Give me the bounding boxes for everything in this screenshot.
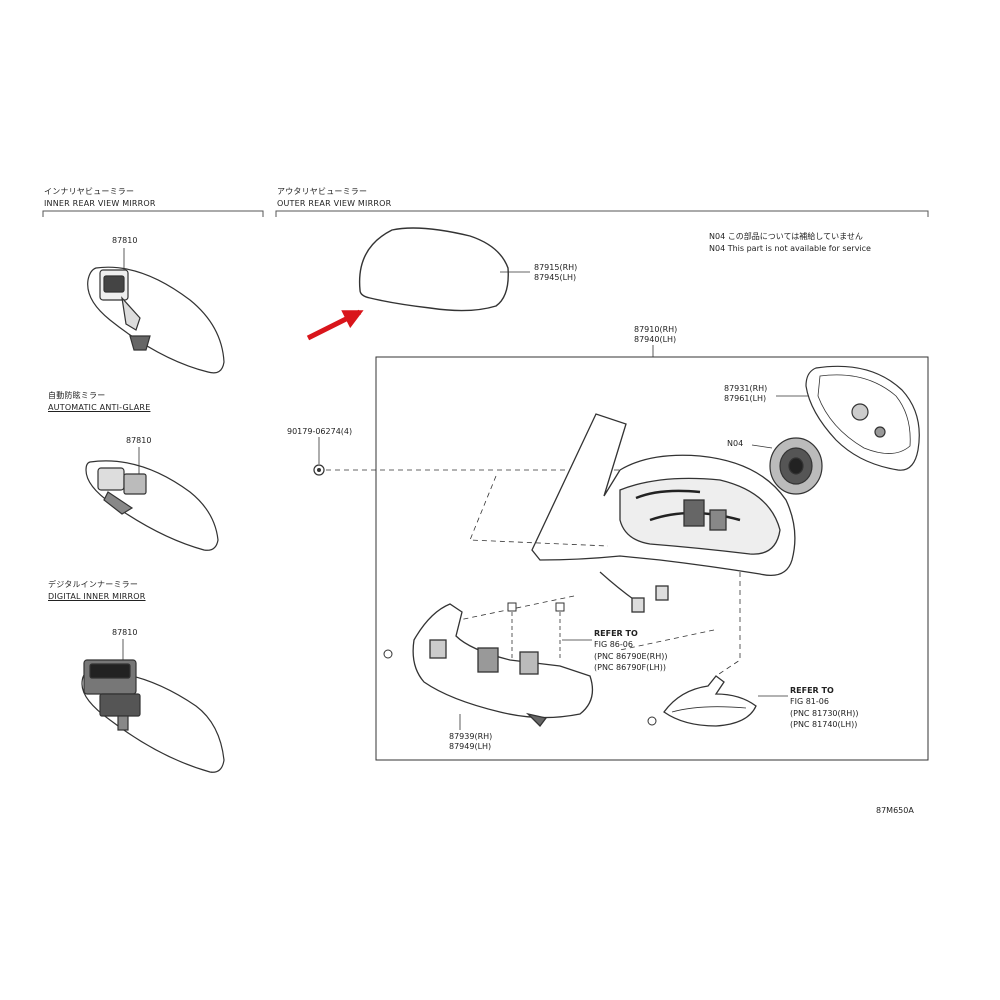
ref2-pnc-rh: (PNC 81730(RH)): [790, 709, 859, 718]
ref1-pnc-lh: (PNC 86790F(LH)): [594, 663, 666, 672]
part-label-auto-mirror[interactable]: 87810: [126, 436, 152, 445]
mirror-glass[interactable]: [805, 365, 920, 471]
auto-section-title-jp: 自動防眩ミラー: [48, 391, 106, 400]
turn-signal-lamp[interactable]: [663, 675, 757, 727]
n04-note-jp: N04 この部品については補給していません: [709, 232, 863, 241]
part-label-cover-lh[interactable]: 87945(LH): [534, 273, 577, 282]
mirror-housing[interactable]: [531, 413, 796, 613]
digital-section-title-jp: デジタルインナーミラー: [48, 580, 139, 589]
small-screws[interactable]: [383, 602, 657, 726]
part-label-base-lh[interactable]: 87949(LH): [449, 742, 492, 751]
mirror-cover[interactable]: [358, 227, 509, 312]
part-label-inner-mirror[interactable]: 87810: [112, 236, 138, 245]
part-label-base-rh[interactable]: 87939(RH): [449, 732, 493, 741]
ref1-title[interactable]: REFER TO: [594, 629, 638, 638]
digital-section-title-en: DIGITAL INNER MIRROR: [48, 592, 146, 601]
part-label-cover-rh[interactable]: 87915(RH): [534, 263, 578, 272]
inner-section-title-en: INNER REAR VIEW MIRROR: [44, 199, 156, 208]
automatic-anti-glare-mirror[interactable]: [85, 447, 219, 551]
outer-section-title-jp: アウタリヤビューミラー: [277, 187, 368, 196]
part-label-digital-mirror[interactable]: 87810: [112, 628, 138, 637]
part-label-screw[interactable]: 90179-06274(4): [287, 427, 353, 436]
inner-rear-view-mirror[interactable]: [87, 248, 225, 374]
mirror-base[interactable]: [412, 603, 594, 727]
part-label-assy-lh[interactable]: 87940(LH): [634, 335, 677, 344]
outer-mirror-assembly-box: [375, 356, 929, 761]
red-arrow: [306, 309, 364, 341]
figure-code: 87M650A: [876, 806, 914, 815]
inner-section-bracket: [42, 210, 264, 217]
ref2-title[interactable]: REFER TO: [790, 686, 834, 695]
outer-section-bracket: [275, 210, 929, 217]
ref1-fig[interactable]: FIG 86-06: [594, 640, 633, 649]
inner-section-title-jp: インナリヤビューミラー: [44, 187, 135, 196]
n04-note-en: N04 This part is not available for servi…: [709, 244, 871, 253]
ref2-pnc-lh: (PNC 81740(LH)): [790, 720, 858, 729]
auto-section-title-en: AUTOMATIC ANTI-GLARE: [48, 403, 151, 412]
part-label-n04[interactable]: N04: [727, 439, 744, 448]
digital-inner-mirror[interactable]: [81, 639, 225, 773]
part-label-assy-rh[interactable]: 87910(RH): [634, 325, 678, 334]
n04-motor[interactable]: [769, 437, 823, 495]
part-label-glass-lh[interactable]: 87961(LH): [724, 394, 767, 403]
ref1-pnc-rh: (PNC 86790E(RH)): [594, 652, 668, 661]
part-label-glass-rh[interactable]: 87931(RH): [724, 384, 768, 393]
ref2-fig[interactable]: FIG 81-06: [790, 697, 829, 706]
outer-section-title-en: OUTER REAR VIEW MIRROR: [277, 199, 392, 208]
